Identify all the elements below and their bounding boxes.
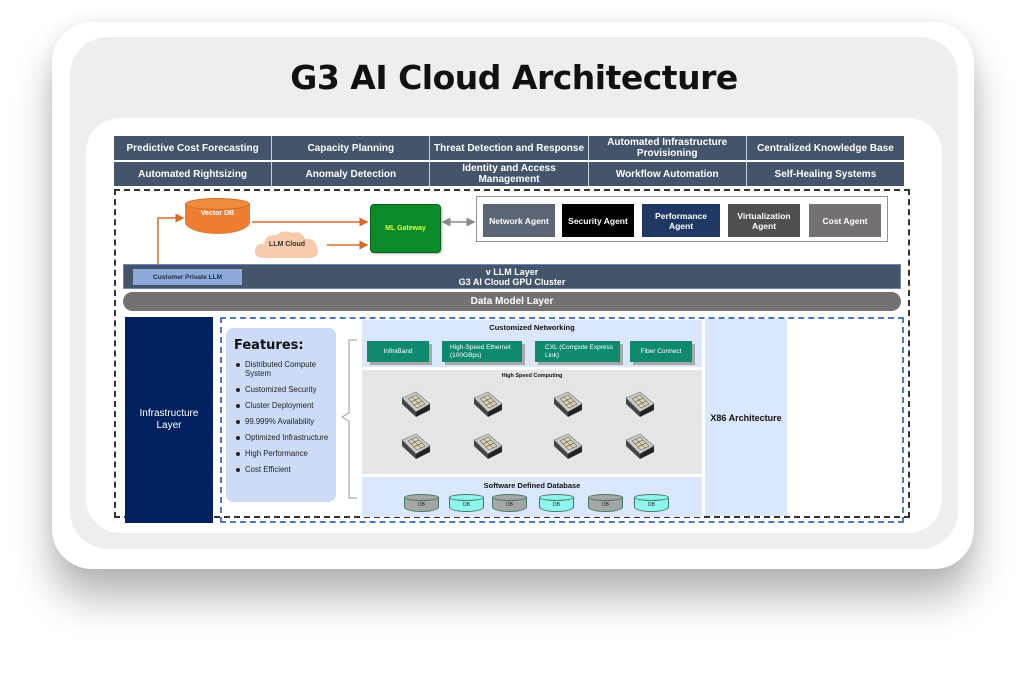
database-icon: DB: [404, 494, 439, 512]
llm-cloud: LLM Cloud: [252, 228, 322, 260]
customer-private-llm: Customer Private LLM: [133, 269, 242, 285]
capability-box: Workflow Automation: [588, 162, 747, 186]
capability-box: Self-Healing Systems: [746, 162, 905, 186]
data-model-layer: Data Model Layer: [123, 292, 901, 311]
server-icon: [624, 432, 656, 460]
db-label: DB: [648, 502, 655, 508]
x86-architecture: X86 Architecture: [705, 319, 787, 516]
features-panel: Features: Distributed Compute System Cus…: [226, 328, 336, 502]
server-icon: [552, 432, 584, 460]
gpu-cluster-title: G3 AI Cloud GPU Cluster: [458, 277, 566, 287]
capability-box: Predictive Cost Forecasting: [114, 136, 273, 160]
server-icon: [400, 390, 432, 418]
server-icon: [400, 432, 432, 460]
infrastructure-layer: Infrastructure Layer: [125, 317, 213, 523]
agent-label: Virtualization Agent: [737, 210, 791, 231]
agent-virtualization: Virtualization Agent: [728, 204, 800, 237]
feature-item: High Performance: [235, 449, 335, 458]
capability-box: Centralized Knowledge Base: [746, 136, 905, 160]
agent-performance: Performance Agent: [642, 204, 720, 237]
agent-label: Performance Agent: [655, 210, 707, 231]
feature-item: Optimized Infrastructure: [235, 433, 335, 442]
database-icon: DB: [449, 494, 484, 512]
db-label: DB: [602, 502, 609, 508]
infrastructure-boundary: [220, 317, 904, 523]
agent-security: Security Agent: [562, 204, 634, 237]
features-list: Distributed Compute System Customized Se…: [235, 360, 335, 481]
database-icon: DB: [539, 494, 574, 512]
server-icon: [552, 390, 584, 418]
network-chip: CXL (Compute Express Link): [535, 341, 620, 362]
agent-label: Network Agent: [489, 215, 549, 226]
capabilities-row-1: Predictive Cost Forecasting Capacity Pla…: [114, 136, 905, 160]
capability-box: Threat Detection and Response: [430, 136, 589, 160]
agent-network: Network Agent: [483, 204, 555, 237]
networking-title: Customized Networking: [489, 323, 575, 332]
platform-boundary: [114, 189, 910, 518]
capability-box: Automated Rightsizing: [114, 162, 273, 186]
database-icon: DB: [588, 494, 623, 512]
page-title: G3 AI Cloud Architecture: [290, 58, 738, 97]
feature-item: Customized Security: [235, 385, 335, 394]
capability-box: Automated Infrastructure Provisioning: [588, 136, 747, 160]
vector-db-label: Vector DB: [200, 210, 235, 217]
database-icon: [185, 198, 250, 210]
database-panel: Software Defined Database DB DB DB DB DB DB: [362, 477, 702, 517]
features-title: Features:: [234, 338, 304, 353]
private-llm-to-vectordb-arrow: [157, 213, 185, 264]
network-chip: High-Speed Ethernet (100GBps): [442, 341, 522, 362]
capability-box: Identity and Access Management: [430, 162, 589, 186]
features-bracket: [340, 339, 357, 499]
vector-db: Vector DB: [185, 198, 250, 234]
infrastructure-layer-label: Infrastructure Layer: [139, 408, 199, 431]
database-icon: DB: [492, 494, 527, 512]
llm-cloud-label: LLM Cloud: [268, 241, 306, 248]
networking-panel: Customized Networking InfiniBand High-Sp…: [362, 320, 702, 367]
agent-label: Cost Agent: [822, 215, 868, 226]
ml-gateway: ML Gateway: [370, 204, 441, 253]
feature-item: Cost Efficient: [235, 465, 335, 474]
db-label: DB: [418, 502, 425, 508]
agent-label: Security Agent: [568, 215, 628, 226]
database-title: Software Defined Database: [483, 481, 581, 490]
database-icon: DB: [634, 494, 669, 512]
vllm-layer: v LLM Layer G3 AI Cloud GPU Cluster Cust…: [123, 264, 901, 289]
server-icon: [472, 432, 504, 460]
db-label: DB: [463, 502, 470, 508]
agent-cost: Cost Agent: [809, 204, 881, 237]
feature-item: Distributed Compute System: [235, 360, 335, 378]
network-chip: Fiber Connect: [630, 341, 692, 362]
capability-box: Anomaly Detection: [272, 162, 431, 186]
agents-group: Network Agent Security Agent Performance…: [476, 196, 888, 242]
feature-item: 99.999% Availability: [235, 417, 335, 426]
db-label: DB: [506, 502, 513, 508]
network-chip: InfiniBand: [367, 341, 429, 362]
capability-box: Capacity Planning: [272, 136, 431, 160]
db-label: DB: [553, 502, 560, 508]
cloud-icon: [254, 231, 319, 258]
hpc-panel: High Speed Computing: [362, 370, 702, 474]
hpc-title: High Speed Computing: [501, 373, 563, 379]
server-icon: [624, 390, 656, 418]
capabilities-row-2: Automated Rightsizing Anomaly Detection …: [114, 162, 905, 186]
feature-item: Cluster Deployment: [235, 401, 335, 410]
server-icon: [472, 390, 504, 418]
vllm-title: v LLM Layer: [485, 267, 539, 277]
